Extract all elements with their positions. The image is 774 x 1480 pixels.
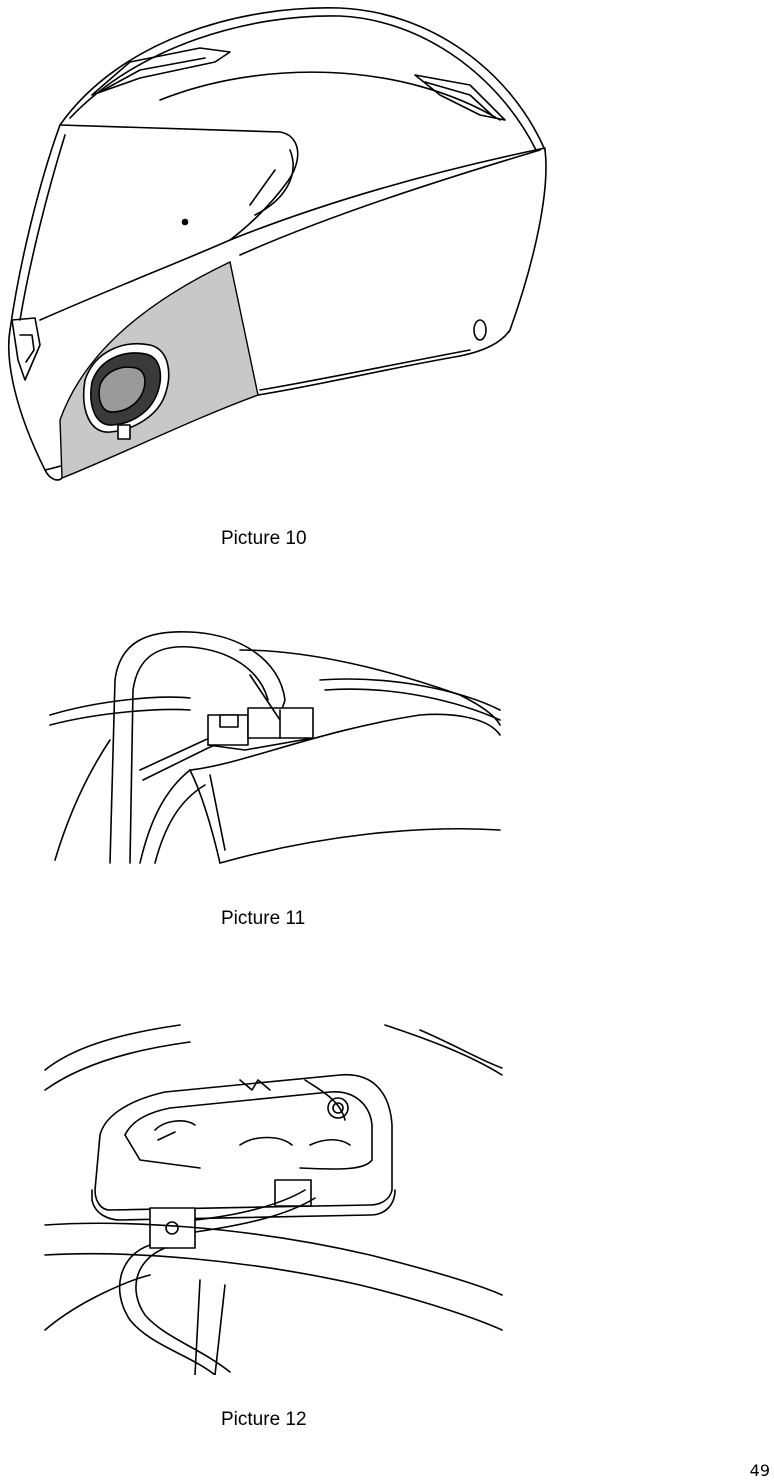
helmet-interior-connector-illustration (40, 620, 505, 865)
page-number: 49 (750, 1462, 770, 1480)
figure-caption-picture-12: Picture 12 (221, 1409, 307, 1431)
figure-caption-picture-10: Picture 10 (221, 528, 307, 550)
helmet-side-illustration (0, 0, 560, 490)
intercom-clamp-illustration (40, 1020, 505, 1375)
figure-caption-picture-11: Picture 11 (221, 908, 305, 930)
